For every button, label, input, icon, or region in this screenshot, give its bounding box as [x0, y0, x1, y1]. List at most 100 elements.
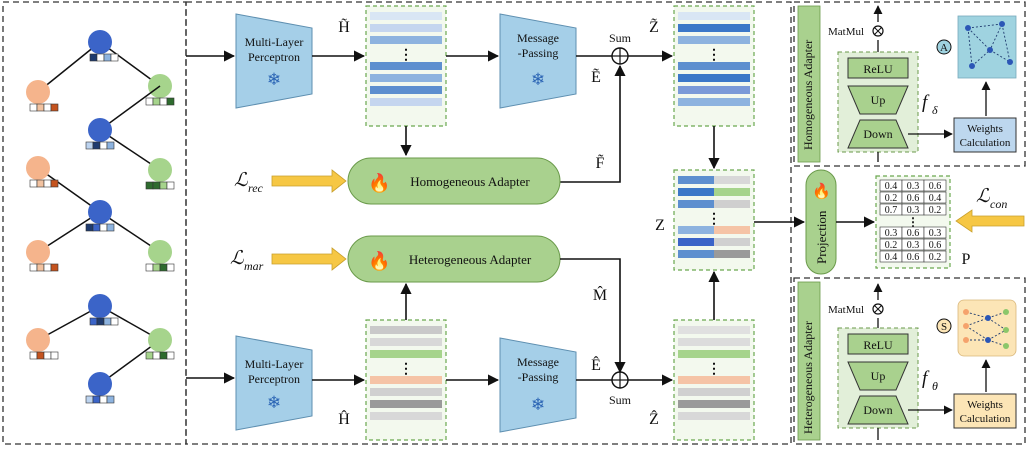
- matrix-row: [370, 376, 442, 384]
- bottom-branch: Multi-Layer Perceptron ❄ Ĥ ⋮ Message -Pa…: [235, 270, 755, 441]
- feature-cell: [36, 179, 45, 188]
- graph-node-green: [148, 158, 172, 182]
- matrix-p-value: 0.3: [907, 181, 920, 192]
- hetero-relu-label: ReLU: [863, 338, 893, 352]
- loss-con-sub: con: [990, 197, 1007, 211]
- feature-cell: [152, 351, 161, 360]
- matrix-row: [678, 350, 750, 358]
- hetero-down-label: Down: [863, 403, 892, 417]
- feature-cell: [50, 179, 59, 188]
- matrix-row: [714, 226, 750, 234]
- graph-node-green: [148, 240, 172, 264]
- m-hat-label: M̂: [593, 285, 607, 304]
- hetero-weights-label-1: Weights: [967, 399, 1003, 411]
- homo-matmul-label: MatMul: [828, 26, 864, 38]
- matrix-row: [370, 388, 442, 396]
- feature-cell: [29, 351, 38, 360]
- matrix-row: [370, 98, 442, 106]
- matrix-row: [370, 326, 442, 334]
- hetero-similarity-graph: [957, 299, 1017, 357]
- feature-cell: [29, 263, 38, 272]
- hetero-panel-side-bar: [797, 281, 821, 441]
- loss-con-arrow: [955, 209, 1025, 233]
- homo-up-trap: [847, 85, 909, 115]
- projection-label: Projection: [814, 210, 829, 264]
- fire-icon: 🔥: [368, 250, 390, 271]
- hetero-down-trap: [847, 395, 909, 425]
- ellipsis-dots: ⋮: [707, 212, 721, 227]
- mlp-top-label-2: Perceptron: [248, 50, 300, 64]
- feature-cell: [159, 263, 168, 272]
- matrix-row: [678, 250, 714, 258]
- matrix-row: [678, 376, 750, 384]
- homogeneous-adapter-panel: Homogeneous Adapter ReLU Up Down MatMul …: [793, 1, 1026, 167]
- snowflake-icon: ❄: [267, 393, 281, 412]
- matrix-p-cell: [923, 191, 947, 204]
- feature-cell: [110, 53, 119, 62]
- mlp-bottom: [235, 335, 313, 431]
- matrix-row: [370, 86, 442, 94]
- hetero-func-sub: θ: [932, 379, 938, 393]
- heterogeneous-adapter-label: Heterogeneous Adapter: [409, 252, 532, 267]
- feature-cell: [96, 317, 105, 326]
- mlp-top-label-1: Multi-Layer: [245, 35, 304, 49]
- feature-cell: [152, 97, 161, 106]
- matrix-row: [714, 238, 750, 246]
- feature-cell: [145, 351, 154, 360]
- hetero-badge-letter: S: [941, 321, 947, 333]
- hetero-func-symbol: f: [922, 368, 930, 389]
- feature-cell: [106, 223, 115, 232]
- matrix-p-dots: ⋮: [907, 215, 919, 229]
- matrix-row: [678, 74, 750, 82]
- ellipsis-dots: ⋮: [399, 362, 413, 377]
- z-label: Z: [655, 217, 665, 234]
- graph-node-blue: [88, 118, 112, 142]
- feature-cell: [43, 103, 52, 112]
- feature-cell: [159, 351, 168, 360]
- feature-cell: [36, 351, 45, 360]
- feature-cell: [166, 351, 175, 360]
- matrix-p-value: 0.3: [907, 240, 920, 251]
- z-tilde-label: Z̃: [649, 18, 659, 36]
- matrix-row: [714, 250, 750, 258]
- feature-cell: [43, 179, 52, 188]
- feature-cell: [89, 53, 98, 62]
- node-feature-vectors: [29, 53, 175, 404]
- hetero-up-label: Up: [871, 369, 886, 383]
- e-hat-label: Ê: [591, 355, 601, 374]
- matrix-row: [678, 238, 714, 246]
- matrix-p-value: 0.6: [907, 228, 920, 239]
- homo-panel-frame: [793, 1, 1026, 167]
- projection: 🔥 Projection: [805, 169, 876, 275]
- graph-node-blue: [88, 30, 112, 54]
- matrix-row: [678, 98, 750, 106]
- matrix-p-cell: [923, 179, 947, 192]
- homo-panel-title: Homogeneous Adapter: [801, 40, 815, 150]
- feature-cell: [159, 181, 168, 190]
- matrix-row: [370, 412, 442, 420]
- matrix-p-value: 0.3: [907, 205, 920, 216]
- homo-badge-icon: [936, 39, 952, 55]
- homo-down-label: Down: [863, 127, 892, 141]
- sum-top-label: Sum: [609, 31, 632, 45]
- fire-icon: 🔥: [368, 172, 390, 193]
- feature-cell: [106, 141, 115, 150]
- hetero-relu-box: [847, 333, 909, 355]
- mlp-bottom-label-2: Perceptron: [248, 372, 300, 386]
- feature-cell: [43, 351, 52, 360]
- homo-weights-label-1: Weights: [967, 123, 1003, 135]
- matrix-p-value: 0.6: [907, 193, 920, 204]
- feature-cell: [103, 317, 112, 326]
- matrix-row: [678, 412, 750, 420]
- feature-cell: [152, 181, 161, 190]
- feature-cell: [166, 97, 175, 106]
- feature-cell: [92, 223, 101, 232]
- ellipsis-dots: ⋮: [707, 362, 721, 377]
- matrix-p-value: 0.4: [885, 252, 898, 263]
- feature-cell: [99, 141, 108, 150]
- graph-node-orange: [26, 80, 50, 104]
- homogeneous-adapter-label: Homogeneous Adapter: [410, 174, 530, 189]
- feature-cell: [85, 141, 94, 150]
